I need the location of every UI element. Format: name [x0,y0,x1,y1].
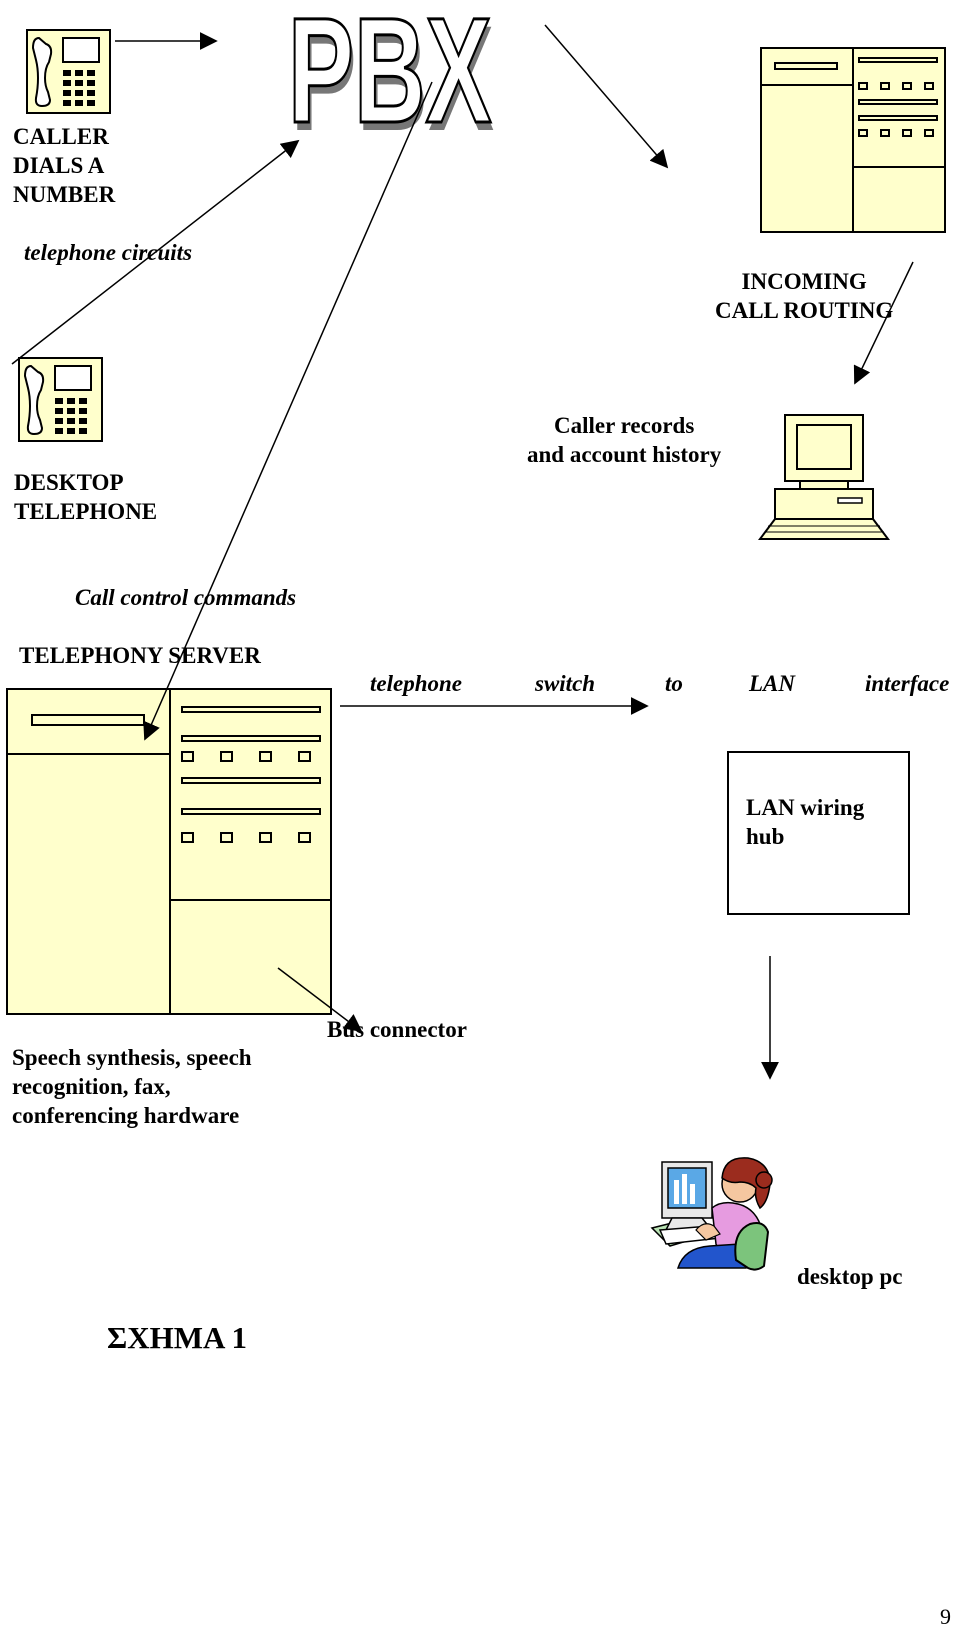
lan-hub-label: LAN wiring hub [746,795,865,849]
caller-records-label: Caller records and account history [527,413,722,467]
interface-word-2: switch [535,671,596,696]
interface-word-3: to [665,671,683,696]
routing-server-icon [760,47,946,233]
arrow-pbx-to-routing [544,24,669,169]
interface-word-4: LAN [749,671,795,696]
figure-title: ΣΧΗΜΑ 1 [107,1320,247,1355]
svg-text:PBX: PBX [288,0,492,154]
interface-word-1: telephone [370,671,462,696]
desktop-pc-label: desktop pc [797,1264,903,1289]
caller-label: CALLER DIALS A NUMBER [13,124,116,207]
interface-word-5: interface [865,671,950,696]
arrow-telephone-circuits [11,139,300,365]
call-control-label: Call control commands [75,585,297,610]
page-number: 9 [940,1604,951,1629]
desktop-telephone-icon [18,357,103,442]
arrow-routing-to-records [853,261,914,385]
telephone-circuits-label: telephone circuits [24,240,193,265]
lan-hub-box [727,751,910,915]
woman-at-pc-icon [650,1157,773,1271]
bus-connector-label: Bus connector [327,1017,467,1042]
desktop-computer-icon [758,414,890,540]
telephone-icon [26,29,111,114]
arrow-bus-connector [277,967,363,1033]
pbx-logo: PBX PBX [287,0,495,162]
arrow-call-control [143,81,433,741]
desktop-telephone-label: DESKTOP TELEPHONE [14,470,158,524]
telephony-server-icon [6,688,332,1015]
svg-text:PBX: PBX [291,0,495,162]
speech-hardware-label: Speech synthesis, speech recognition, fa… [12,1045,252,1128]
telephony-server-label: TELEPHONY SERVER [19,643,261,668]
incoming-call-routing-label: INCOMING CALL ROUTING [715,269,894,323]
